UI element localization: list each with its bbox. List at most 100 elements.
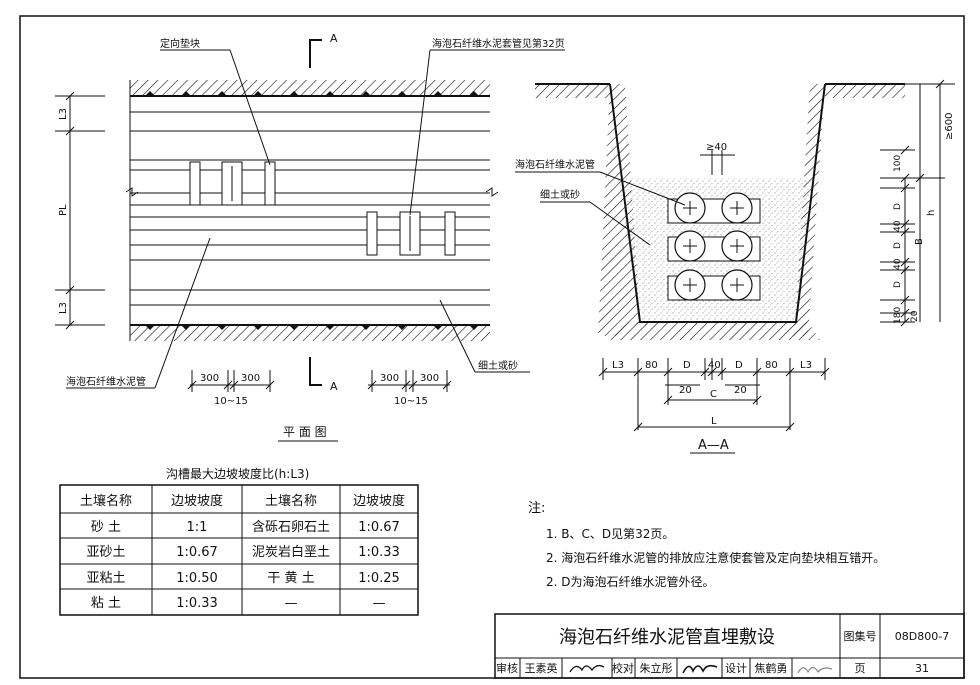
table-header: 土壤名称 bbox=[80, 493, 132, 509]
ground-mark bbox=[397, 325, 407, 330]
dim-L: L bbox=[711, 416, 717, 427]
ground-mark bbox=[397, 91, 407, 96]
review-label: 审核 bbox=[496, 661, 518, 675]
plan-title: 平 面 图 bbox=[283, 425, 327, 439]
dim-20-left: 20 bbox=[679, 385, 692, 396]
title-block: 海泡石纤维水泥管直埋敷设 图集号 08D800-7 审核 王素英 校对 朱立彤 … bbox=[494, 613, 965, 679]
ground-mark bbox=[217, 325, 227, 330]
label-orientation-pad: 定向垫块 bbox=[160, 37, 200, 50]
table-cell: 干 黄 土 bbox=[267, 571, 314, 586]
orientation-pad bbox=[444, 211, 456, 256]
dim-L3-top: L3 bbox=[58, 108, 69, 120]
note-item: 2. D为海泡石纤维水泥管外径。 bbox=[546, 574, 715, 589]
label-sleeve: 海泡石纤维水泥套管见第32页 bbox=[432, 37, 565, 50]
ground-mark bbox=[181, 91, 191, 96]
table-header: 边坡坡度 bbox=[171, 493, 223, 509]
section-mark-top: A bbox=[309, 32, 338, 68]
slope-table: 沟槽最大边坡坡度比(h:L3) 土壤名称 边坡坡度 土壤名称 边坡坡度 砂 土 … bbox=[59, 466, 419, 616]
dim-300: 300 bbox=[420, 373, 439, 384]
ground-mark bbox=[253, 91, 263, 96]
ground-mark bbox=[469, 91, 479, 96]
table-header: 土壤名称 bbox=[265, 493, 317, 509]
orientation-pad bbox=[366, 211, 378, 256]
table-cell: 1:0.67 bbox=[358, 520, 400, 535]
dim-300: 300 bbox=[200, 373, 219, 384]
note-item: 2. 海泡石纤维水泥管的排放应注意使套管及定向垫块相互错开。 bbox=[546, 550, 885, 565]
dim-80-left: 80 bbox=[645, 360, 658, 371]
section-mark-letter: A bbox=[330, 32, 338, 45]
plan-ground-bottom bbox=[130, 325, 490, 341]
ground-mark bbox=[433, 91, 443, 96]
table-cell: 1:0.33 bbox=[176, 596, 218, 611]
section-mark-bottom: A bbox=[309, 357, 338, 393]
ground-mark bbox=[181, 325, 191, 330]
table-cell: 砂 土 bbox=[91, 520, 121, 535]
plan-bottom-dims-right: 300 300 10~15 bbox=[367, 370, 452, 407]
design-name: 焦鹤勇 bbox=[755, 661, 788, 675]
label-soil: 细土或砂 bbox=[478, 359, 518, 372]
dim-h: h bbox=[926, 210, 937, 216]
table-caption: 沟槽最大边坡坡度比(h:L3) bbox=[166, 466, 309, 481]
drawing-title: 海泡石纤维水泥管直埋敷设 bbox=[559, 627, 775, 648]
dim-D-right: D bbox=[735, 360, 743, 371]
dim-ge600: ≥600 bbox=[944, 113, 955, 140]
dim-D: D bbox=[893, 242, 903, 249]
dim-40: 40 bbox=[893, 220, 903, 232]
section-title: A—A bbox=[698, 438, 729, 453]
notes-heading: 注: bbox=[528, 501, 545, 516]
dim-40: 40 bbox=[893, 258, 903, 270]
label-pipe: 海泡石纤维水泥管 bbox=[66, 375, 146, 388]
check-signature bbox=[682, 664, 718, 674]
atlas-number: 08D800-7 bbox=[895, 630, 949, 643]
dim-D: D bbox=[893, 203, 903, 210]
dim-gap: 10~15 bbox=[394, 396, 428, 407]
table-cell: 1:0.25 bbox=[358, 571, 400, 586]
sheet-border bbox=[19, 15, 965, 679]
table-cell: 亚砂土 bbox=[86, 545, 125, 560]
dim-D: D bbox=[893, 281, 903, 288]
table-cell: 1:0.50 bbox=[176, 571, 218, 586]
ground-mark bbox=[145, 91, 155, 96]
label-pipe-section: 海泡石纤维水泥管 bbox=[515, 158, 595, 171]
section-ground-left bbox=[535, 84, 610, 98]
section-base bbox=[608, 322, 820, 340]
ground-mark bbox=[217, 91, 227, 96]
orientation-pad bbox=[264, 161, 276, 206]
ground-mark bbox=[469, 325, 479, 330]
section-right-dims: ≥600 h 100 D bbox=[880, 79, 955, 327]
dim-20: 20 bbox=[910, 310, 920, 322]
design-signature bbox=[797, 666, 833, 674]
dim-ge40: ≥40 bbox=[706, 142, 727, 153]
review-name: 王素英 bbox=[525, 661, 558, 675]
dim-100: 100 bbox=[893, 155, 903, 172]
dim-L3-bottom: L3 bbox=[58, 302, 69, 314]
plan-pads bbox=[189, 161, 456, 256]
dim-C: C bbox=[710, 389, 717, 400]
plan-left-dims: L3 PL L3 bbox=[55, 91, 105, 330]
plan-ground-top bbox=[130, 80, 490, 96]
dim-B: B bbox=[914, 238, 925, 245]
dim-40-mid: 40 bbox=[708, 360, 721, 371]
ground-mark bbox=[361, 91, 371, 96]
design-label: 设计 bbox=[725, 662, 747, 675]
check-label: 校对 bbox=[612, 661, 634, 675]
ground-mark bbox=[361, 325, 371, 330]
atlas-label: 图集号 bbox=[844, 629, 877, 643]
ground-mark bbox=[325, 325, 335, 330]
dim-80-right: 80 bbox=[765, 360, 778, 371]
plan-pipe-lines bbox=[125, 111, 499, 306]
section-mark-letter: A bbox=[330, 380, 338, 393]
table-cell: 1:0.33 bbox=[358, 545, 400, 560]
table-cell: 1:1 bbox=[187, 520, 208, 535]
page-label: 页 bbox=[855, 662, 866, 675]
table-cell: — bbox=[285, 596, 298, 611]
page-number: 31 bbox=[915, 662, 929, 675]
dim-300: 300 bbox=[241, 373, 260, 384]
table-cell: 亚粘土 bbox=[86, 571, 125, 586]
section-wall-left bbox=[598, 84, 640, 336]
section-bottom-dims: L3 80 D 40 D 80 L3 20 20 C L bbox=[598, 358, 830, 432]
dim-20-right: 20 bbox=[734, 385, 747, 396]
ground-mark bbox=[253, 325, 263, 330]
notes: 注: 1. B、C、D见第32页。 2. 海泡石纤维水泥管的排放应注意使套管及定… bbox=[528, 501, 885, 589]
